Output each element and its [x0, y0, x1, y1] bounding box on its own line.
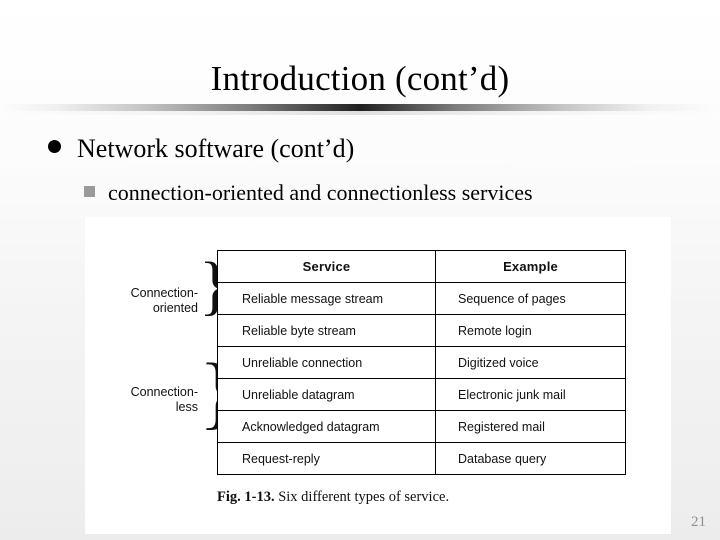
table-row: Unreliable datagram Electronic junk mail — [217, 378, 626, 411]
cell-service: Request-reply — [217, 442, 436, 475]
cell-example: Remote login — [435, 314, 626, 347]
table-row: Reliable message stream Sequence of page… — [217, 282, 626, 315]
group-label-connection-oriented-line1: Connection- — [130, 286, 198, 300]
title-divider-shadow — [0, 111, 720, 115]
group-label-connection-oriented-line2: oriented — [152, 301, 198, 315]
figure-caption-text: Six different types of service. — [274, 489, 450, 505]
column-header-example: Example — [435, 250, 626, 283]
figure-image-panel: Connection- oriented } Connection- less … — [85, 217, 671, 534]
group-label-connectionless: Connection- less — [93, 385, 198, 415]
cell-example: Registered mail — [435, 410, 626, 443]
cell-service: Unreliable connection — [217, 346, 436, 379]
title-divider — [0, 104, 720, 111]
group-label-connection-oriented: Connection- oriented — [93, 286, 198, 316]
group-label-connectionless-line2: less — [175, 400, 198, 414]
cell-example: Sequence of pages — [435, 282, 626, 315]
group-label-connectionless-line1: Connection- — [130, 385, 198, 399]
table-row: Unreliable connection Digitized voice — [217, 346, 626, 379]
table-row: Request-reply Database query — [217, 442, 626, 475]
figure-caption-label: Fig. 1-13. — [217, 489, 275, 505]
slide-page-number: 21 — [691, 514, 706, 530]
bullet-level2: connection-oriented and connectionless s… — [84, 179, 704, 207]
cell-example: Electronic junk mail — [435, 378, 626, 411]
bullet-disc-icon — [48, 140, 61, 153]
column-header-service: Service — [217, 250, 436, 283]
cell-service: Unreliable datagram — [217, 378, 436, 411]
cell-example: Digitized voice — [435, 346, 626, 379]
table-row: Acknowledged datagram Registered mail — [217, 410, 626, 443]
cell-service: Reliable byte stream — [217, 314, 436, 347]
page-title: Introduction (cont’d) — [210, 59, 510, 98]
bullet-square-icon — [84, 186, 95, 197]
table-row: Reliable byte stream Remote login — [217, 314, 626, 347]
bullet-level2-label: connection-oriented and connectionless s… — [108, 180, 533, 205]
service-types-table: Service Example Reliable message stream … — [217, 250, 626, 475]
cell-example: Database query — [435, 442, 626, 475]
bullet-level1: Network software (cont’d) — [48, 133, 688, 165]
bullet-level1-label: Network software (cont’d) — [77, 134, 355, 163]
cell-service: Reliable message stream — [217, 282, 436, 315]
cell-service: Acknowledged datagram — [217, 410, 436, 443]
table-header-row: Service Example — [217, 250, 626, 283]
table-body: Reliable message stream Sequence of page… — [217, 282, 626, 475]
figure-caption: Fig. 1-13. Six different types of servic… — [217, 489, 637, 506]
